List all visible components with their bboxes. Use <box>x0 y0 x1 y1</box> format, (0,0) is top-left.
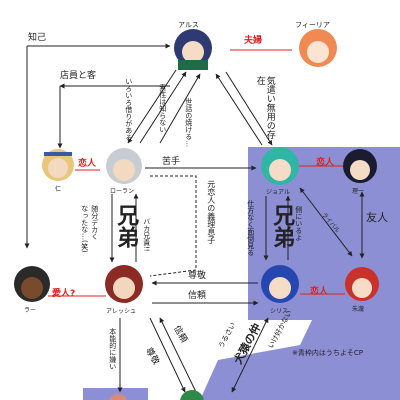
arrow-friends-a <box>299 187 353 257</box>
arrow-arusu-joaru-b <box>215 73 263 146</box>
portrait-shuraku <box>345 267 379 301</box>
portrait-arusu <box>174 29 212 70</box>
name-joaru: ジョアル <box>266 189 290 196</box>
name-roran: ローラン <box>110 188 135 195</box>
label-renai-raa: 愛人? <box>52 289 76 299</box>
portrait-firia <box>299 29 337 67</box>
label-arusu-roran-3: 世話の焼ける… <box>184 98 193 147</box>
portrait-shiris <box>261 265 299 303</box>
highlight-region-bottom-left <box>83 388 148 400</box>
name-jin: 仁 <box>55 186 62 193</box>
label-fuufu: 夫婦 <box>244 36 263 46</box>
label-tenin: 店員と客 <box>60 71 97 81</box>
label-renai-jin: 恋人 <box>78 159 97 169</box>
dashed-moto <box>149 175 197 277</box>
arrow-arusu-roran-c <box>159 73 201 144</box>
portrait-jin <box>42 149 74 181</box>
arrow-arusu-roran-b <box>139 71 187 144</box>
label-arusu-joaru: 気遣い無用の存在 <box>254 76 275 139</box>
portrait-joaru <box>261 147 299 185</box>
label-kyoudai-right: 兄弟 <box>269 204 295 248</box>
portrait-aresshu <box>105 265 143 303</box>
label-zuibun: 随分デカく <box>90 205 99 240</box>
label-shikatanaku: 仕方なく面倒見る <box>246 200 255 256</box>
name-raa: ラー <box>24 307 37 314</box>
label-chiki: 知己 <box>28 33 47 43</box>
name-riichi: 理一 <box>352 188 365 195</box>
portrait-riichi <box>343 149 377 183</box>
label-arusu-roran-1: いろいろ借りがある <box>124 78 133 141</box>
name-aresshu: アレッシュ <box>106 308 137 315</box>
label-kyoudai-left: 兄弟 <box>113 204 139 248</box>
label-bakaani: バカ兄貴!! <box>142 218 151 252</box>
label-renai-riichi: 恋人 <box>316 158 335 168</box>
label-sonkei-top: 尊敬 <box>188 271 207 281</box>
name-shiris: シリス <box>270 308 289 315</box>
label-nigate: 苦手 <box>162 157 181 167</box>
note-text: ※青枠内はうちよそCP <box>292 349 363 357</box>
arrow-arusu-joaru-a <box>225 71 273 146</box>
portrait-raa <box>14 266 50 302</box>
portrait-roran <box>106 148 142 184</box>
portrait-bottom-partial <box>108 390 204 400</box>
arrow-shinrai2 <box>149 317 186 393</box>
name-firia: フィーリア <box>295 21 330 29</box>
label-arusu-roran-2: 素性は知らない <box>158 84 167 133</box>
label-shinrai: 信頼 <box>188 291 207 301</box>
arrow-arusu-roran-a <box>127 69 177 144</box>
name-arusu: アルス <box>178 21 199 29</box>
label-moto-koibito: 元恋人の義理息子 <box>206 180 216 244</box>
label-renai-shuraku: 恋人 <box>310 287 329 297</box>
name-shuraku: 朱瀧 <box>352 306 365 313</box>
label-yuujin: 友人 <box>366 211 388 224</box>
arrow-sonkei2 <box>159 317 197 393</box>
label-soba: 側にいるよ <box>294 206 303 241</box>
arrow-shiris-down <box>231 317 269 393</box>
label-natta: なったな…(笑) <box>80 205 89 253</box>
label-honnou: 本能的に嫌い <box>108 328 117 370</box>
